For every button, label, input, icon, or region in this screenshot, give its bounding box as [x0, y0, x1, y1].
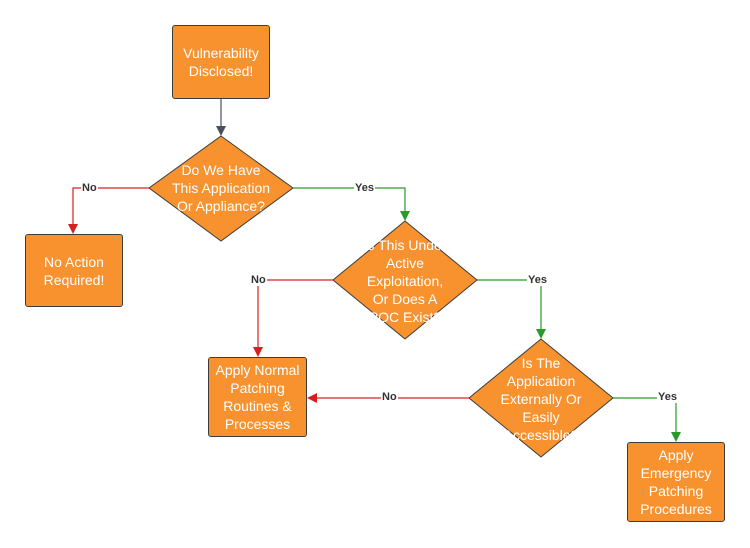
decision-external-shape [468, 338, 614, 458]
edge-label-active-exploit-no: No [250, 274, 267, 286]
edge-label-active-exploit-yes: Yes [527, 274, 548, 286]
node-vulnerability-disclosed: Vulnerability Disclosed! [172, 25, 270, 99]
node-normal-patching-label: Apply Normal Patching Routines & Process… [215, 362, 300, 432]
edge-have-app-yes [293, 187, 410, 221]
node-normal-patching: Apply Normal Patching Routines & Process… [208, 357, 307, 437]
edge-label-external-no: No [381, 391, 398, 403]
node-emergency-patching: Apply Emergency Patching Procedures [627, 442, 725, 522]
edge-label-external-yes: Yes [657, 391, 678, 403]
decision-active-exploit-shape [332, 220, 478, 340]
edge-external-yes [613, 397, 681, 442]
edge-label-have-app-yes: Yes [354, 182, 375, 194]
node-vulnerability-disclosed-label: Vulnerability Disclosed! [183, 45, 259, 79]
edge-active-exploit-yes [477, 279, 546, 339]
edge-active-exploit-no [253, 279, 333, 357]
decision-have-app-shape [148, 135, 294, 242]
node-emergency-patching-label: Apply Emergency Patching Procedures [640, 447, 712, 517]
node-no-action-required-label: No Action Required! [43, 253, 105, 288]
edge-label-have-app-no: No [81, 182, 98, 194]
node-no-action-required: No Action Required! [25, 234, 123, 307]
edge-have-app-no [68, 187, 149, 234]
